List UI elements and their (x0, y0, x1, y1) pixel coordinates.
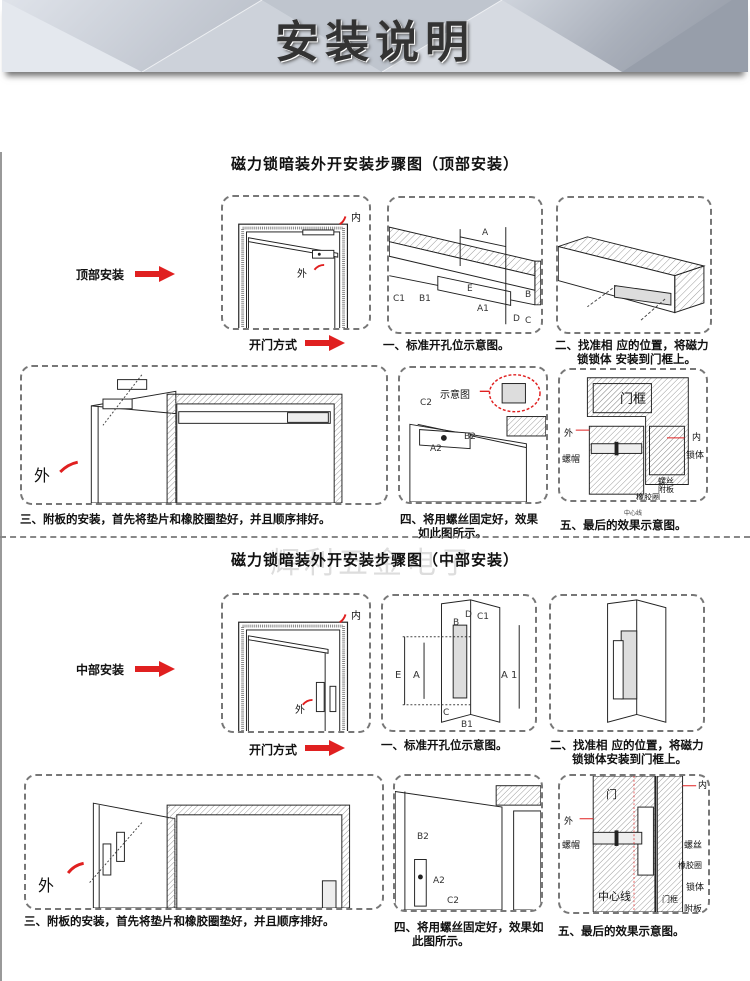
dim-C2: C2 (420, 398, 433, 408)
dim-A2: A2 (430, 444, 442, 454)
open-method-label: 开门方式 (249, 743, 298, 757)
dim-A1: A 1 (501, 670, 518, 681)
outer-label: 外 (564, 817, 574, 827)
final-effect-diagram: 门 外 螺帽 内 螺丝 橡胶圈 锁体 门框 附板 中心线 (558, 774, 710, 914)
step-5-caption: 五、最后的效果示意图。 (558, 924, 685, 938)
watermark: 辉利五金电子 (270, 546, 474, 581)
outer-label: 外 (34, 466, 51, 485)
inner-label: 内 (351, 213, 361, 224)
banner-background (2, 0, 748, 72)
header-banner: 安装说明 (2, 0, 748, 72)
frame-label: 门框 (662, 895, 678, 904)
install-lock-body-diagram (556, 196, 712, 334)
lock-body-label: 锁体 (686, 883, 705, 893)
open-method-label: 开门方式 (249, 338, 298, 352)
outer-label: 外 (295, 705, 305, 716)
step-2-caption-line1: 二、找准相 应的位置，将磁力 (550, 738, 704, 752)
step-4-caption: 四、将用螺丝固定好，效果如 此图所示。 (394, 920, 544, 948)
dim-A1: A1 (477, 304, 489, 314)
plate-label: 附板 (658, 485, 674, 494)
step-1-caption: 一、标准开孔位示意图。 (383, 338, 510, 352)
plate-install-diagram: 外 (24, 774, 384, 910)
dim-D: D (513, 314, 520, 324)
dim-B1: B1 (419, 294, 431, 304)
step-3-caption: 三、附板的安装，首先将垫片和橡胶圈垫好，并且顺序排好。 (20, 512, 331, 526)
step-2-caption-line1: 二、找准相 应的位置，将磁力 (555, 338, 709, 352)
step-5-caption: 五、最后的效果示意图。 (560, 518, 687, 532)
page-title: 安装说明 (275, 17, 475, 68)
inner-label: 内 (351, 611, 361, 622)
center-line-label: 中心线 (624, 510, 643, 517)
outer-label: 外 (564, 429, 574, 439)
hole-position-diagram: A C1 B1 E A1 B D C (387, 196, 543, 334)
screw-fixed-diagram: B2 A2 C2 (393, 774, 543, 912)
section-title-top-mount: 磁力锁暗装外开安装步骤图（顶部安装） (230, 155, 519, 173)
left-rule (0, 538, 2, 981)
dim-C2: C2 (447, 896, 460, 906)
dim-A: A (413, 670, 420, 681)
inner-label: 内 (698, 781, 708, 791)
dim-C: C (443, 708, 450, 718)
outer-label: 外 (297, 269, 307, 280)
step-4-caption-line1: 四、将用螺丝固定好，效果如 (394, 920, 544, 934)
dim-C: C (525, 316, 532, 326)
screw-label: 螺丝 (684, 841, 703, 851)
door-opening-diagram: 内 外 (221, 195, 371, 330)
step-2-caption-line2: 锁锁体 安装到门框上。 (577, 352, 697, 366)
dim-B: B (453, 618, 460, 628)
dim-E: E (467, 284, 473, 294)
screw-fixed-diagram: 示意图 C2 B2 A2 (398, 366, 548, 504)
detail-label: 示意图 (440, 390, 470, 401)
dim-A: A (482, 228, 489, 238)
screw-label: 螺丝 (658, 477, 674, 486)
dim-B1: B1 (461, 720, 473, 730)
dim-B2: B2 (464, 432, 476, 442)
section-divider (0, 536, 750, 538)
door-opening-diagram: 内 外 (221, 593, 371, 733)
mount-label-middle: 中部安装 (76, 663, 125, 677)
left-rule (0, 152, 2, 536)
dim-B: B (525, 290, 532, 300)
center-line-label: 中心线 (598, 890, 631, 903)
dim-A2: A2 (433, 876, 445, 886)
step-4-caption-line2: 此图所示。 (412, 934, 470, 948)
lock-body-label: 锁体 (686, 451, 705, 461)
rubber-label: 橡胶圈 (636, 493, 660, 502)
step-1-caption: 一、标准开孔位示意图。 (381, 738, 508, 752)
plate-label: 附板 (684, 905, 703, 914)
step-2-caption: 二、找准相 应的位置，将磁力 锁锁体 安装到门框上。 (555, 338, 709, 366)
red-arrow-icon (135, 661, 175, 677)
red-arrow-icon (135, 266, 175, 282)
red-arrow-icon (305, 740, 345, 756)
cap-label: 螺帽 (562, 841, 581, 851)
rubber-label: 橡胶圈 (678, 861, 702, 870)
door-frame-label: 门框 (620, 392, 647, 407)
door-label: 门 (606, 788, 617, 801)
cap-label: 螺帽 (562, 455, 581, 465)
dim-C1: C1 (477, 612, 490, 622)
step-2-caption: 二、找准相 应的位置，将磁力 锁锁体安装到门框上。 (550, 738, 704, 766)
step-4-caption-line1: 四、将用螺丝固定好，效果 (400, 512, 538, 526)
dim-C1: C1 (393, 294, 406, 304)
plate-install-diagram: 外 (20, 365, 388, 505)
final-effect-diagram: 门框 外 螺帽 内 锁体 螺丝 附板 橡胶圈 (558, 368, 708, 502)
red-arrow-icon (305, 335, 345, 351)
step-3-caption: 三、附板的安装，首先将垫片和橡胶圈垫好，并且顺序排好。 (24, 914, 335, 928)
inner-label: 内 (692, 433, 702, 443)
hole-position-diagram: B D C1 E A A 1 C B1 (381, 594, 537, 732)
dim-D: D (465, 610, 472, 620)
step-2-caption-line2: 锁锁体安装到门框上。 (572, 752, 687, 766)
install-lock-body-diagram (549, 594, 705, 732)
mount-label-top: 顶部安装 (76, 268, 125, 282)
section-title-middle-mount: 磁力锁暗装外开安装步骤图（中部安装） (230, 551, 519, 569)
dim-E: E (395, 670, 402, 681)
dim-B2: B2 (417, 832, 429, 842)
outer-label: 外 (38, 876, 55, 895)
